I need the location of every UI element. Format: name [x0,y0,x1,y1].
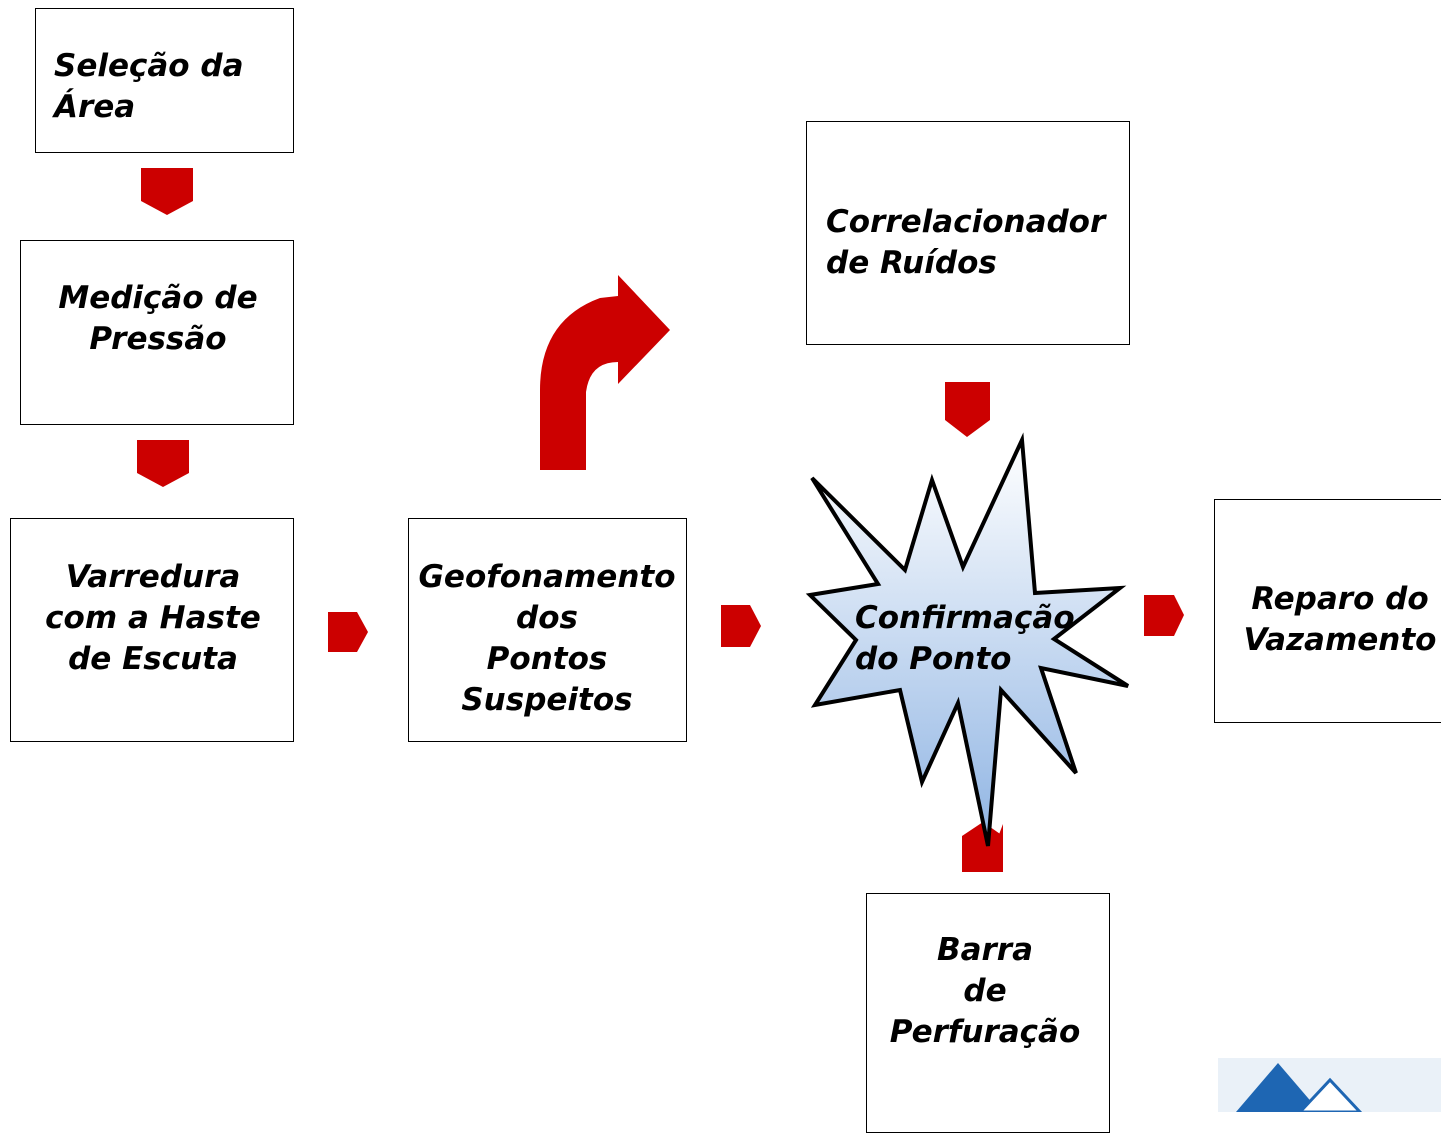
box-medicao-de-pressao [20,240,294,425]
box-barra-de-perfuracao [866,893,1110,1133]
confirmation-burst-icon [805,432,1130,847]
arrow-down-2 [137,440,189,487]
box-geofonamento [408,518,687,742]
label-geofonamento: Geofonamento dos Pontos Suspeitos [418,559,676,718]
arrow-right-1 [328,612,368,652]
box-varredura [10,518,294,742]
label-correlacionador: Correlacionador de Ruídos [826,204,1106,281]
arrow-down-3 [945,382,990,437]
label-varredura: Varredura com a Haste de Escuta [45,559,261,677]
label-medicao-de-pressao: Medição de Pressão [58,280,258,357]
curved-arrow-icon [540,275,670,470]
company-logo [1218,1058,1441,1112]
label-reparo: Reparo do Vazamento [1243,581,1437,658]
box-correlacionador [806,121,1130,345]
arrow-right-2 [721,605,761,647]
box-reparo [1214,499,1441,723]
box-selecao-da-area [35,8,294,153]
label-selecao-da-area: Seleção da Área [54,48,244,125]
arrow-right-3 [1144,595,1184,636]
arrow-down-1 [141,168,193,215]
arrow-up-2 [962,822,1003,872]
label-confirmacao: Confirmação do Ponto [855,600,1075,677]
label-barra-de-perfuracao: Barra de Perfuração [889,932,1081,1050]
